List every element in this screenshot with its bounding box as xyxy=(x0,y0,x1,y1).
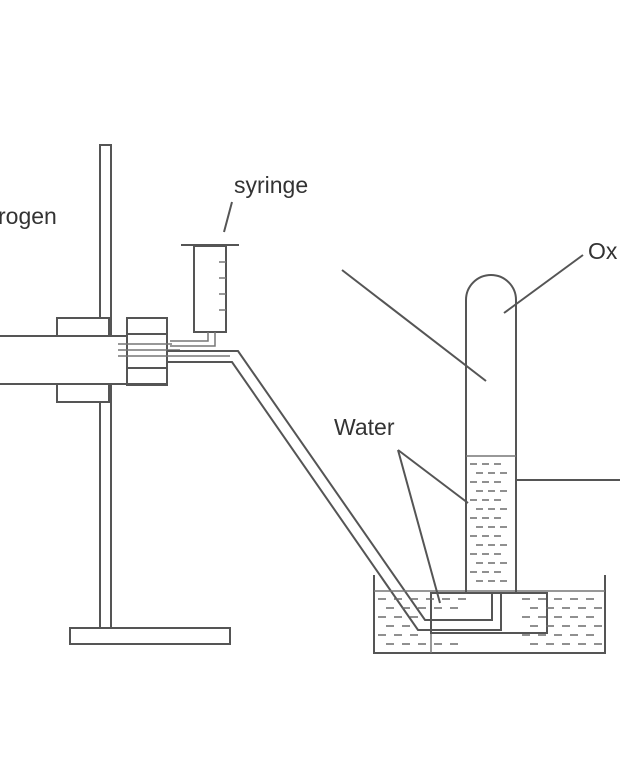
delivery-tube xyxy=(167,350,502,631)
syringe-pointer xyxy=(223,201,233,233)
syringe xyxy=(170,244,239,347)
stand-clamp-top xyxy=(56,317,110,337)
pointer-lines xyxy=(223,201,620,604)
label-hydrogen: rogen xyxy=(0,203,57,229)
reaction-tube-body xyxy=(0,335,128,385)
water-pointer-trough xyxy=(397,449,441,604)
stand-base xyxy=(69,627,231,645)
stand-clamp-bottom xyxy=(56,383,110,403)
syringe-barrel xyxy=(193,245,227,333)
collection-tube xyxy=(465,274,517,593)
delivery-tube-outer xyxy=(167,350,493,621)
tube-clamp-right-bottom xyxy=(126,367,168,385)
label-syringe: syringe xyxy=(234,172,308,198)
trough-water-dashes xyxy=(378,598,602,645)
collection-tube-outline xyxy=(465,274,517,593)
trough-outline xyxy=(373,575,606,654)
syringe-needle-inner xyxy=(170,332,216,347)
water-trough xyxy=(373,575,606,654)
reaction-tube xyxy=(0,317,230,386)
delivery-tube-inner xyxy=(167,361,502,631)
collection-tube-water-dashes xyxy=(470,463,507,582)
label-oxygen: Ox xyxy=(588,238,618,264)
syringe-needle xyxy=(170,332,209,342)
oxygen-pointer xyxy=(503,254,584,314)
tube-clamp-right-top xyxy=(126,317,168,335)
retort-stand xyxy=(56,144,231,645)
hydrogen-tube-pointer xyxy=(341,269,487,382)
water-pointer-tube xyxy=(397,449,469,504)
label-water: Water xyxy=(334,414,395,440)
beehive-shelf xyxy=(430,592,548,634)
